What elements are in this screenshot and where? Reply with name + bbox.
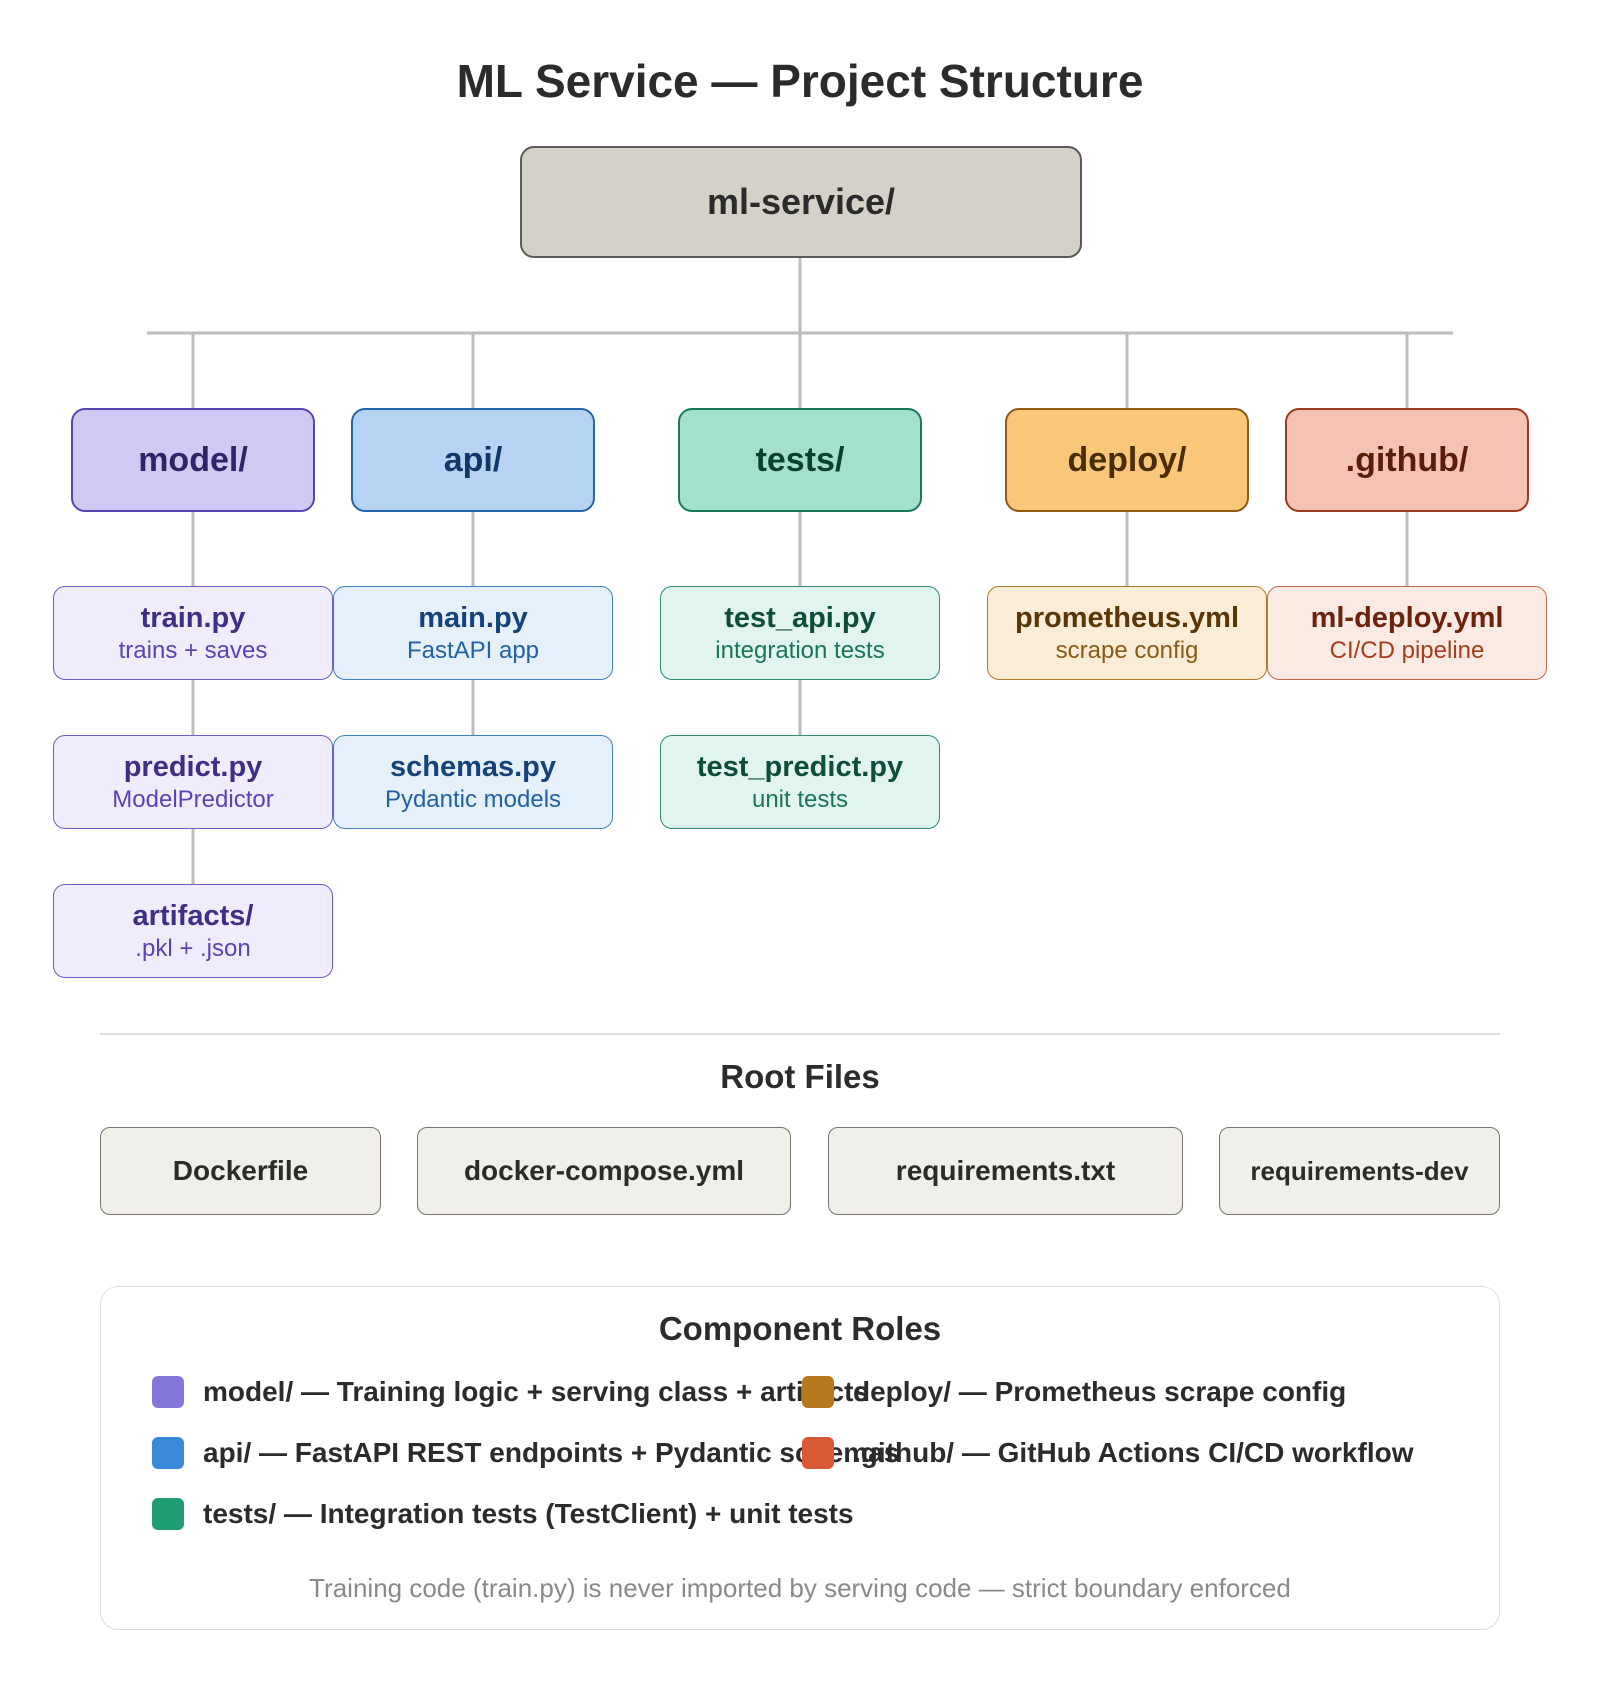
file-test-predict-py: test_predict.py unit tests <box>660 735 940 829</box>
dir-model: model/ <box>71 408 315 512</box>
dir-api-label: api/ <box>443 440 503 479</box>
file-name: prometheus.yml <box>1015 602 1239 634</box>
legend-item-api: api/ — FastAPI REST endpoints + Pydantic… <box>203 1437 900 1468</box>
dir-model-label: model/ <box>138 440 248 479</box>
diagram-title: ML Service — Project Structure <box>456 55 1144 107</box>
legend-swatch-model <box>152 1376 184 1408</box>
file-name: schemas.py <box>389 751 557 783</box>
section-divider <box>100 1033 1500 1035</box>
file-name: test_api.py <box>724 602 876 634</box>
file-description: scrape config <box>1055 637 1199 664</box>
file-name: predict.py <box>123 751 263 783</box>
legend-item-model: model/ — Training logic + serving class … <box>203 1376 870 1407</box>
dir-github-label: .github/ <box>1345 440 1469 479</box>
root-file-dockerfile: Dockerfile <box>100 1127 381 1215</box>
root-directory-ml-service: ml-service/ <box>520 146 1082 258</box>
file-name: ml-deploy.yml <box>1310 602 1504 634</box>
file-description: Pydantic models <box>384 786 562 813</box>
legend-panel <box>100 1286 1500 1630</box>
legend-swatch-deploy <box>802 1376 834 1408</box>
file-prometheus-yml: prometheus.yml scrape config <box>987 586 1267 680</box>
file-description: trains + saves <box>118 637 268 664</box>
file-name: train.py <box>140 602 246 634</box>
root-file-label: requirements.txt <box>895 1155 1116 1186</box>
file-train-py: train.py trains + saves <box>53 586 333 680</box>
dir-api: api/ <box>351 408 595 512</box>
file-description: CI/CD pipeline <box>1329 637 1485 664</box>
root-file-label: requirements-dev <box>1250 1155 1469 1186</box>
file-description: unit tests <box>751 786 849 813</box>
file-artifacts-dir: artifacts/ .pkl + .json <box>53 884 333 978</box>
file-predict-py: predict.py ModelPredictor <box>53 735 333 829</box>
file-description: integration tests <box>715 637 885 664</box>
dir-github: .github/ <box>1285 408 1529 512</box>
root-file-label: docker-compose.yml <box>463 1155 745 1186</box>
file-ml-deploy-yml: ml-deploy.yml CI/CD pipeline <box>1267 586 1547 680</box>
file-description: .pkl + .json <box>135 935 251 962</box>
legend-title: Component Roles <box>658 1310 942 1347</box>
file-schemas-py: schemas.py Pydantic models <box>333 735 613 829</box>
file-description: ModelPredictor <box>112 786 274 813</box>
file-test-api-py: test_api.py integration tests <box>660 586 940 680</box>
dir-tests: tests/ <box>678 408 922 512</box>
legend-item-deploy: deploy/ — Prometheus scrape config <box>853 1376 1347 1407</box>
file-name: test_predict.py <box>696 751 904 783</box>
root-file-requirements: requirements.txt <box>828 1127 1183 1215</box>
root-directory-label: ml-service/ <box>706 181 896 222</box>
root-file-label: Dockerfile <box>172 1155 309 1186</box>
file-name: artifacts/ <box>132 900 254 932</box>
legend-swatch-api <box>152 1437 184 1469</box>
dir-deploy: deploy/ <box>1005 408 1249 512</box>
root-files-title: Root Files <box>720 1058 880 1095</box>
root-file-docker-compose: docker-compose.yml <box>417 1127 791 1215</box>
file-name: main.py <box>418 602 528 634</box>
dir-deploy-label: deploy/ <box>1067 440 1187 479</box>
legend-swatch-tests <box>152 1498 184 1530</box>
legend-item-tests: tests/ — Integration tests (TestClient) … <box>203 1498 854 1529</box>
legend-swatch-github <box>802 1437 834 1469</box>
dir-tests-label: tests/ <box>755 440 845 479</box>
file-description: FastAPI app <box>406 637 540 664</box>
file-main-py: main.py FastAPI app <box>333 586 613 680</box>
legend-item-github: .github/ — GitHub Actions CI/CD workflow <box>853 1437 1414 1468</box>
root-file-requirements-dev: requirements-dev <box>1219 1127 1500 1215</box>
legend-footnote: Training code (train.py) is never import… <box>309 1573 1291 1603</box>
